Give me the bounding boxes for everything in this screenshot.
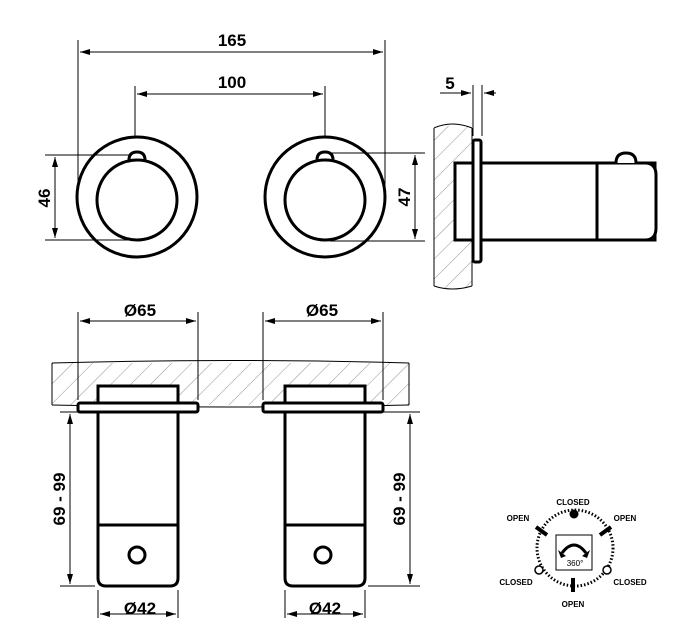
rotate-arrow-icon: [560, 543, 588, 554]
rotation-label: 360°: [567, 559, 584, 568]
label-open-bottom: OPEN: [562, 600, 585, 609]
right-control-front: [263, 135, 387, 259]
left-control-front: [75, 135, 199, 259]
dim-5: 5: [445, 74, 454, 93]
dim-165: 165: [218, 31, 246, 50]
section-views: Ø65 Ø65 69 - 99 69 - 99 Ø42: [50, 301, 420, 618]
open-marker-icon: [598, 525, 613, 537]
dim-47: 47: [395, 188, 414, 207]
label-closed-right: CLOSED: [613, 578, 647, 587]
rotation-dial: 360° CLOSED OPEN OPEN CLOSED CLOSED OPEN: [499, 498, 647, 609]
side-view: 5: [433, 74, 658, 290]
dim-46: 46: [35, 189, 54, 208]
dim-100: 100: [218, 73, 246, 92]
dim-diameter-65-left: Ø65: [124, 301, 156, 320]
dim-diameter-42-right: Ø42: [309, 599, 341, 618]
label-closed-top: CLOSED: [556, 498, 590, 507]
label-open-right: OPEN: [614, 514, 637, 523]
left-body-section: [76, 384, 200, 588]
label-open-left: OPEN: [507, 514, 530, 523]
closed-marker-icon: [569, 509, 579, 519]
label-closed-left: CLOSED: [499, 578, 533, 587]
closed-marker-icon: [602, 565, 612, 575]
open-marker-icon: [534, 525, 549, 537]
dim-diameter-65-right: Ø65: [306, 301, 338, 320]
closed-marker-icon: [534, 565, 544, 575]
dim-69-99-left: 69 - 99: [50, 473, 69, 526]
dim-69-99-right: 69 - 99: [390, 473, 409, 526]
front-view: 165 100 46 47: [35, 31, 425, 259]
right-body-section: [261, 384, 385, 588]
dim-diameter-42-left: Ø42: [124, 599, 156, 618]
